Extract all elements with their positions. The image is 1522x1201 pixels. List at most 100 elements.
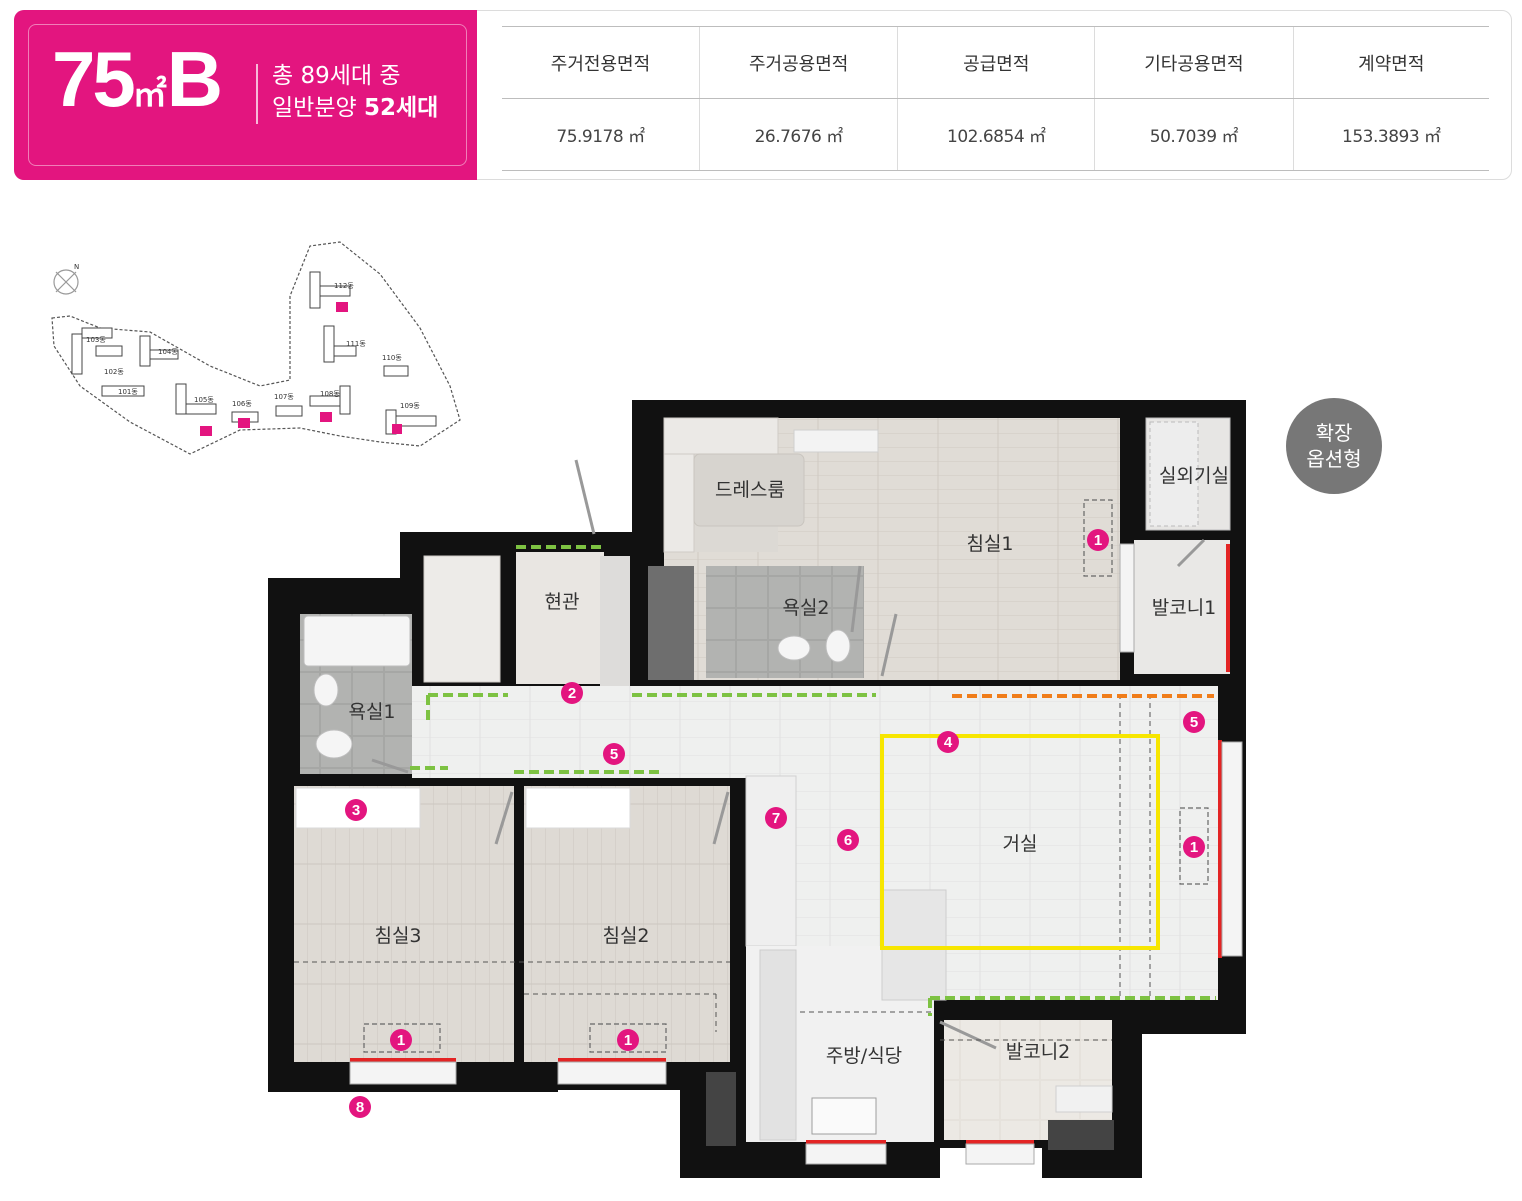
room-label-living: 거실 bbox=[1003, 833, 1038, 855]
room-label-dressroom: 드레스룸 bbox=[715, 479, 785, 501]
building-label-106: 106동 bbox=[232, 400, 252, 408]
marker-8: 8 bbox=[349, 1096, 371, 1118]
svg-text:2: 2 bbox=[568, 685, 576, 702]
marker-2: 2 bbox=[561, 682, 583, 704]
marker-3: 3 bbox=[345, 799, 367, 821]
svg-text:7: 7 bbox=[772, 810, 780, 827]
area-col-contract: 계약면적 bbox=[1292, 26, 1489, 99]
unit-type-separator bbox=[256, 64, 258, 124]
area-table-value-row: 75.9178 ㎡ 26.7676 ㎡ 102.6854 ㎡ 50.7039 ㎡… bbox=[502, 98, 1489, 171]
unit-type-box bbox=[14, 10, 477, 180]
marker-1-bedroom2: 1 bbox=[617, 1029, 639, 1051]
marker-5-balcony: 5 bbox=[1183, 711, 1205, 733]
svg-text:1: 1 bbox=[624, 1032, 632, 1049]
area-val-exclusive: 75.9178 ㎡ bbox=[502, 98, 700, 171]
entrance-side-panel bbox=[600, 556, 630, 686]
site-boundary bbox=[51, 241, 461, 455]
area-col-common: 주거공용면적 bbox=[698, 26, 898, 99]
room-label-bedroom1: 침실1 bbox=[966, 533, 1013, 555]
room-label-entrance: 현관 bbox=[545, 591, 580, 613]
svg-text:5: 5 bbox=[1190, 714, 1198, 731]
balcony2-dark-block bbox=[1048, 1120, 1114, 1150]
total-units-line: 총 89세대 중 bbox=[272, 63, 401, 89]
dressroom-inner bbox=[693, 453, 805, 527]
kitchen-island bbox=[881, 889, 947, 1001]
svg-text:4: 4 bbox=[944, 734, 953, 751]
area-table: 주거전용면적 주거공용면적 공급면적 기타공용면적 계약면적 75.9178 ㎡… bbox=[502, 26, 1489, 171]
room-label-bath2: 욕실2 bbox=[782, 597, 829, 619]
building-label-102: 102동 bbox=[104, 368, 124, 376]
balcony2-storage bbox=[1055, 1085, 1113, 1113]
expansion-option-badge: 확장 옵션형 bbox=[1286, 398, 1382, 494]
option-markers: 1 1 1 1 2 3 4 5 5 6 7 8 bbox=[345, 529, 1205, 1118]
unit-type-inner-border bbox=[28, 24, 467, 166]
room-label-balcony1: 발코니1 bbox=[1152, 597, 1217, 619]
marker-1-bedroom3: 1 bbox=[390, 1029, 412, 1051]
kitchen-marble-counter bbox=[759, 949, 797, 1141]
building-label-110: 110동 bbox=[382, 354, 402, 362]
area-col-other-common: 기타공용면적 bbox=[1094, 26, 1294, 99]
general-sale-prefix: 일반분양 bbox=[272, 95, 364, 121]
marker-7: 7 bbox=[765, 807, 787, 829]
window-lines bbox=[350, 544, 1230, 1144]
svg-text:1: 1 bbox=[1094, 532, 1102, 549]
marker-6: 6 bbox=[837, 829, 859, 851]
svg-text:3: 3 bbox=[352, 802, 360, 819]
site-map: N 103동 104동 102동 101동 105동 106동 107동 108… bbox=[51, 241, 461, 455]
area-col-exclusive: 주거전용면적 bbox=[502, 26, 700, 99]
svg-text:1: 1 bbox=[1190, 839, 1198, 856]
aircon-boxes bbox=[363, 499, 1209, 1053]
building-label-108: 108동 bbox=[320, 390, 340, 398]
area-val-supply: 102.6854 ㎡ bbox=[897, 98, 1095, 171]
bath2-sink bbox=[777, 635, 811, 661]
general-sale-line: 일반분양 52세대 bbox=[272, 92, 438, 124]
area-val-contract: 153.3893 ㎡ bbox=[1292, 98, 1489, 171]
entrance-floor bbox=[516, 552, 604, 684]
bath2-toilet bbox=[825, 629, 851, 663]
compass-icon: N bbox=[53, 263, 79, 295]
unit-type-number: 75 bbox=[52, 35, 136, 123]
kitchen-counter-tall bbox=[745, 775, 797, 947]
room-label-bedroom3: 침실3 bbox=[374, 925, 421, 947]
living-zone-outline bbox=[880, 734, 1160, 950]
unit-type-code: 75㎡B bbox=[52, 40, 223, 118]
svg-text:6: 6 bbox=[844, 832, 852, 849]
dressroom-closet-top bbox=[663, 417, 779, 455]
svg-text:5: 5 bbox=[610, 746, 618, 763]
building-label-107: 107동 bbox=[274, 393, 294, 401]
general-sale-units: 52세대 bbox=[363, 95, 439, 121]
room-label-kitchen: 주방/식당 bbox=[826, 1045, 902, 1067]
badge-line-2: 옵션형 bbox=[1306, 447, 1362, 471]
bath1-tub bbox=[303, 615, 411, 667]
highlighted-units bbox=[200, 302, 402, 436]
entrance-shoe-closet bbox=[423, 555, 501, 683]
bedroom1-shelf bbox=[793, 429, 879, 453]
bath1-sink bbox=[313, 673, 339, 707]
outdoor-unit-grate bbox=[1149, 421, 1199, 527]
area-col-supply: 공급면적 bbox=[897, 26, 1095, 99]
kitchen-side-dark-block bbox=[706, 1072, 736, 1146]
area-table-header-row: 주거전용면적 주거공용면적 공급면적 기타공용면적 계약면적 bbox=[502, 26, 1489, 99]
door-swings bbox=[371, 459, 1206, 1050]
unit-count: 총 89세대 중 일반분양 52세대 bbox=[272, 60, 438, 124]
compass-north-label: N bbox=[74, 263, 79, 271]
svg-text:1: 1 bbox=[397, 1032, 405, 1049]
window-frames bbox=[349, 543, 1243, 1165]
bath2-storage bbox=[648, 566, 694, 680]
area-val-common: 26.7676 ㎡ bbox=[698, 98, 898, 171]
green-dash-lines bbox=[410, 545, 1216, 1016]
bedroom2-floor bbox=[524, 786, 730, 1062]
building-blocks bbox=[71, 271, 437, 435]
building-label-101: 101동 bbox=[118, 388, 138, 396]
marker-1-living: 1 bbox=[1183, 836, 1205, 858]
badge-line-1: 확장 bbox=[1315, 421, 1353, 445]
unit-type-letter: B bbox=[166, 35, 223, 123]
room-label-bath1: 욕실1 bbox=[348, 701, 395, 723]
room-label-bedroom2: 침실2 bbox=[602, 925, 649, 947]
unit-type-unit: ㎡ bbox=[132, 76, 167, 114]
area-val-other-common: 50.7039 ㎡ bbox=[1094, 98, 1294, 171]
room-label-balcony2: 발코니2 bbox=[1006, 1041, 1071, 1063]
kitchen-sink bbox=[811, 1097, 877, 1135]
building-label-104: 104동 bbox=[158, 348, 178, 356]
